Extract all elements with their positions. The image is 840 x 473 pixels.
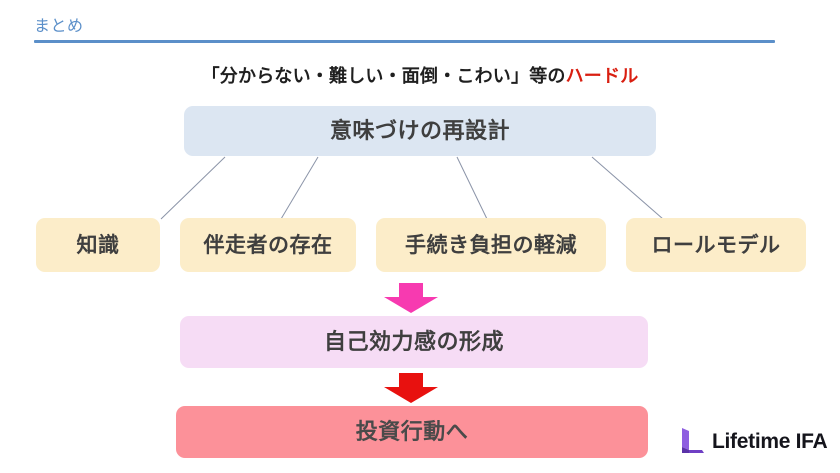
box-lever-procedure-burden[interactable]: 手続き負担の軽減 — [376, 218, 606, 272]
box-investment-action[interactable]: 投資行動へ — [176, 406, 648, 458]
page-title: まとめ — [34, 18, 84, 35]
down-arrow-icon-red — [384, 373, 438, 403]
brand-logo-text: Lifetime IFA — [712, 430, 828, 453]
down-arrow-icon-pink — [384, 283, 438, 313]
hurdle-caption-plain: 「分からない・難しい・面倒・こわい」等の — [201, 66, 566, 86]
lifetime-l-mark-icon — [682, 428, 704, 453]
hurdle-caption-accent: ハードル — [565, 66, 639, 86]
box-lever-knowledge[interactable]: 知識 — [36, 218, 160, 272]
box-lever-role-model[interactable]: ロールモデル — [626, 218, 806, 272]
brand-logo: Lifetime IFA — [679, 427, 828, 457]
hurdle-caption: 「分からない・難しい・面倒・こわい」等のハードル — [0, 62, 840, 88]
box-self-efficacy[interactable]: 自己効力感の形成 — [180, 316, 648, 368]
box-lever-companion[interactable]: 伴走者の存在 — [180, 218, 356, 272]
title-divider — [34, 40, 775, 43]
box-remeaning[interactable]: 意味づけの再設計 — [184, 106, 656, 156]
